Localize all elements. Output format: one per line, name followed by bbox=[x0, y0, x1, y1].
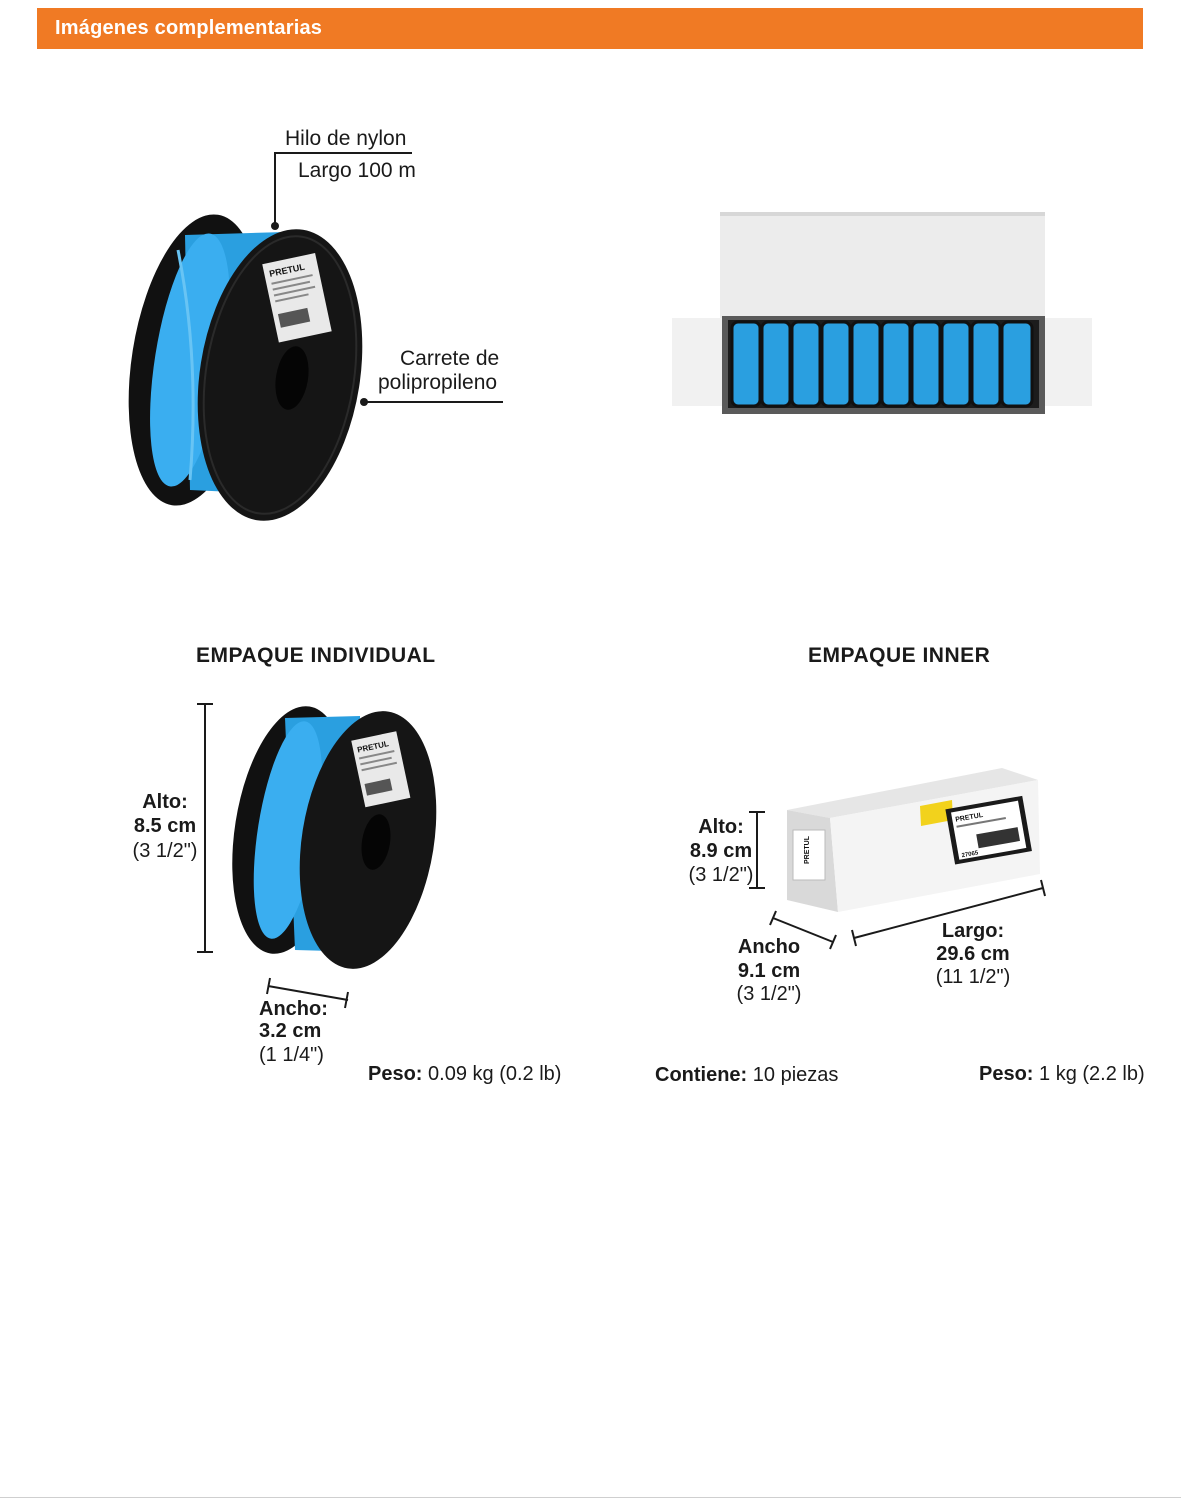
callout-spool-line1: Carrete de bbox=[400, 347, 500, 370]
inner-alto-inch: (3 1/2") bbox=[688, 864, 754, 886]
inner-largo-label: Largo: bbox=[941, 920, 1005, 942]
inner-ancho-inch: (3 1/2") bbox=[736, 983, 802, 1005]
inner-box-code: 27065 bbox=[961, 850, 979, 859]
individual-alto-value: 8.5 cm bbox=[133, 815, 197, 837]
inner-weight: Peso: 1 kg (2.2 lb) bbox=[979, 1063, 1145, 1085]
spool-illustration: PRETUL bbox=[128, 152, 503, 521]
inner-box-illustration: PRETUL PRETUL 27065 bbox=[749, 768, 1046, 950]
open-box-image bbox=[672, 212, 1092, 414]
callout-spool-line2: polipropileno bbox=[378, 371, 498, 394]
inner-alto-label: Alto: bbox=[698, 816, 744, 838]
inner-alto-value: 8.9 cm bbox=[689, 840, 753, 862]
inner-box-brand: PRETUL bbox=[955, 812, 985, 824]
individual-spool-illustration: PRETUL bbox=[197, 703, 437, 1009]
individual-alto-inch: (3 1/2") bbox=[132, 840, 198, 862]
inner-ancho-value: 9.1 cm bbox=[737, 960, 801, 982]
spool-row bbox=[730, 320, 1034, 408]
inner-largo-value: 29.6 cm bbox=[936, 943, 1010, 965]
individual-weight: Peso: 0.09 kg (0.2 lb) bbox=[368, 1063, 562, 1085]
individual-ancho-inch: (1 1/4") bbox=[259, 1044, 324, 1066]
individual-ancho-label: Ancho: bbox=[259, 998, 328, 1020]
individual-package-title: EMPAQUE INDIVIDUAL bbox=[196, 644, 436, 667]
inner-box-brand-end: PRETUL bbox=[804, 835, 811, 864]
section-title: Imágenes complementarias bbox=[55, 17, 323, 39]
callout-thread-length: Largo 100 m bbox=[298, 159, 416, 182]
individual-ancho-value: 3.2 cm bbox=[259, 1020, 322, 1042]
inner-largo-inch: (11 1/2") bbox=[935, 966, 1011, 988]
inner-package-title: EMPAQUE INNER bbox=[808, 644, 991, 667]
individual-alto-label: Alto: bbox=[142, 791, 188, 813]
inner-ancho-label: Ancho bbox=[737, 936, 801, 958]
page-divider bbox=[0, 1497, 1181, 1498]
section-header: Imágenes complementarias bbox=[37, 8, 1143, 49]
inner-contents: Contiene: 10 piezas bbox=[655, 1064, 839, 1086]
callout-thread-title: Hilo de nylon bbox=[285, 127, 407, 150]
